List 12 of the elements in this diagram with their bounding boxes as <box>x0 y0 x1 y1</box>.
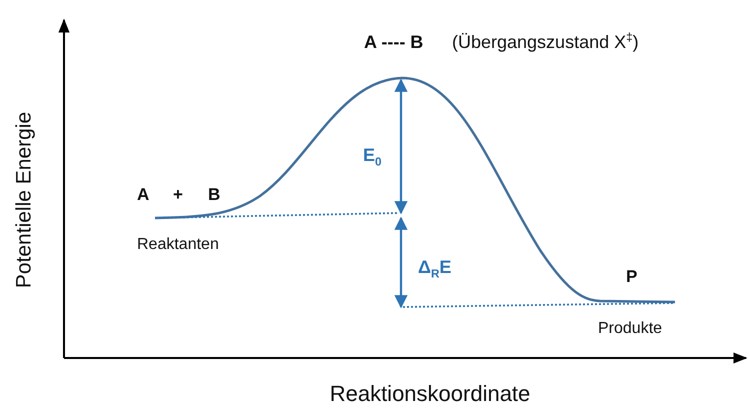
state-note: (Übergangszustand X$^{‡}$) <box>452 32 639 53</box>
plus-sign: + <box>173 186 183 205</box>
state-label: A ---- B <box>364 33 424 53</box>
axis-title: Reaktionskoordinate <box>330 382 530 406</box>
reactant-label: A <box>137 186 150 205</box>
energy-label: Δ$_{R}$E <box>418 258 452 282</box>
product-label: P <box>626 268 638 287</box>
energy-label: E$_{0}$ <box>363 146 382 170</box>
reactant-label: B <box>208 186 220 205</box>
reactants-label: Reaktanten <box>137 236 219 254</box>
products-label: Produkte <box>598 320 662 338</box>
axis-title: Potentielle Energie <box>12 112 36 288</box>
